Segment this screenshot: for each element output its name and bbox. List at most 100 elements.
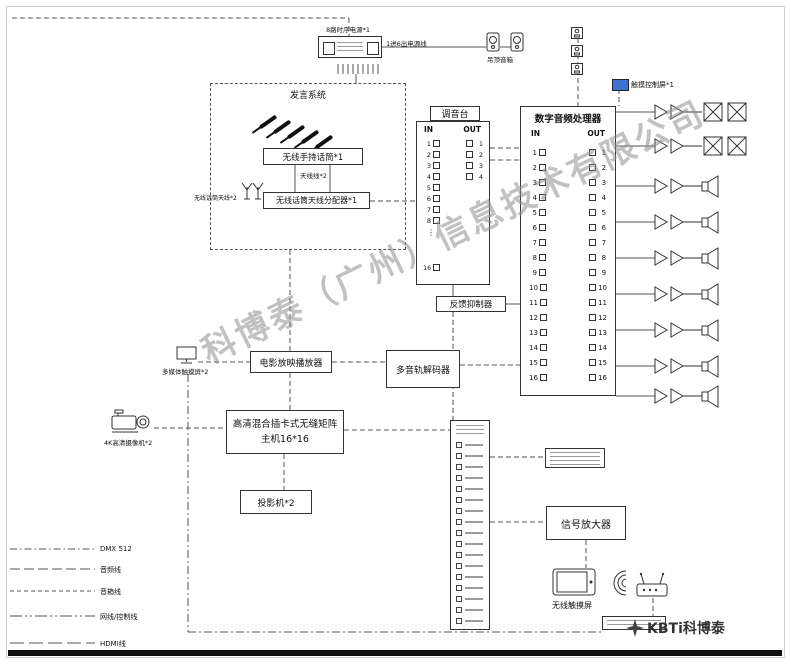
channel-port: 5	[589, 205, 607, 220]
channel-port: 6	[423, 193, 440, 204]
controller-port	[456, 494, 483, 505]
multitrack-decoder-box: 多音轨解码器	[386, 350, 460, 388]
controller-port	[456, 582, 483, 593]
channel-port: 7	[589, 235, 607, 250]
mixer-last-channel: 16	[423, 262, 441, 273]
channel-port: 3	[466, 160, 483, 171]
channel-port: 6	[529, 220, 547, 235]
amplifier-speaker-row	[654, 174, 764, 198]
channel-port: 12	[529, 310, 547, 325]
wireless-handheld-mic-box: 无线手持话筒*1	[263, 148, 363, 165]
antenna-icon	[241, 182, 253, 200]
channel-port: 14	[589, 340, 607, 355]
channel-port: 1	[529, 145, 547, 160]
channel-port: 3	[589, 175, 607, 190]
channel-port: 2	[529, 160, 547, 175]
antenna-icon	[252, 182, 264, 200]
compass-star-icon	[626, 619, 644, 637]
amplifier-speaker-row	[654, 318, 764, 342]
central-controller-ports	[456, 439, 483, 626]
wireless-tablet-icon	[552, 568, 596, 596]
controller-port	[456, 450, 483, 461]
channel-port: 13	[529, 325, 547, 340]
central-controller-display	[456, 425, 484, 435]
camera-icon	[110, 408, 154, 434]
channel-port: 15	[589, 355, 607, 370]
legend-dmx512: DMX 512	[100, 545, 132, 553]
amplifier-speaker-row	[654, 384, 764, 408]
footer-logo-text: KBTi科博泰	[647, 621, 725, 637]
wall-panel-icon	[571, 45, 583, 57]
channel-port: 9	[589, 265, 607, 280]
channel-port: 3	[529, 175, 547, 190]
channel-port: 1	[466, 138, 483, 149]
movie-player-box: 电影放映播放器	[250, 351, 332, 373]
feedback-suppressor-box: 反馈抑制器	[436, 296, 506, 312]
controller-port	[456, 483, 483, 494]
channel-port: 5	[529, 205, 547, 220]
wifi-signal-icon	[610, 570, 639, 596]
controller-port	[456, 549, 483, 560]
ceiling-speaker-label: 吊顶音箱	[487, 56, 513, 64]
controller-port	[456, 505, 483, 516]
channel-port: 7	[423, 204, 440, 215]
channel-port: 1	[423, 138, 440, 149]
legend-hdmi-line: HDMI线	[100, 640, 126, 648]
control-interface-box	[545, 448, 605, 468]
touch-control-panel-icon	[612, 79, 629, 91]
channel-port: 11	[529, 295, 547, 310]
channel-port: 9	[529, 265, 547, 280]
channel-port: 4	[466, 171, 483, 182]
channel-port: 8	[589, 250, 607, 265]
amplifier-speaker-row	[654, 134, 764, 158]
channel-port: 12	[589, 310, 607, 325]
power-sequencer-label: 8路时序电源*1	[326, 26, 371, 34]
ceiling-speaker-icon	[486, 32, 500, 52]
mixer-in-label: IN	[424, 125, 434, 134]
channel-port: 2	[466, 149, 483, 160]
amplifier-speaker-row	[654, 246, 764, 270]
wireless-touchscreen-label: 无线触摸屏	[552, 601, 592, 610]
camera-label: 4K高清摄像机*2	[104, 439, 153, 447]
dsp-title: 数字音频处理器	[534, 114, 602, 125]
matrix-line1: 高清混合插卡式无缝矩阵	[232, 418, 338, 430]
page-border	[6, 6, 785, 658]
channel-port: 4	[423, 171, 440, 182]
signal-amplifier-box: 信号放大器	[546, 506, 626, 540]
controller-port	[456, 516, 483, 527]
amplifier-speaker-row	[654, 282, 764, 306]
mixer-channel-ellipsis: ⋮	[427, 228, 435, 237]
controller-port	[456, 461, 483, 472]
controller-port	[456, 527, 483, 538]
footer-logo: KBTi科博泰	[626, 618, 725, 638]
amplifier-speaker-row	[654, 100, 764, 124]
controller-port	[456, 571, 483, 582]
mixer-out-label: OUT	[463, 125, 481, 134]
controller-port	[456, 472, 483, 483]
antenna-cable-label: 天线线*2	[300, 172, 327, 180]
wireless-antenna-label: 无线话筒天线*2	[194, 195, 237, 202]
central-controller-box	[450, 420, 490, 630]
legend-network-control-line: 网线/控制线	[100, 613, 138, 621]
mixer-title: 调音台	[430, 106, 480, 121]
controller-port	[456, 538, 483, 549]
channel-port: 7	[529, 235, 547, 250]
channel-port: 1	[589, 145, 607, 160]
controller-port	[456, 560, 483, 571]
dsp-out-label: OUT	[587, 129, 605, 138]
channel-port: 13	[589, 325, 607, 340]
projector-box: 投影机*2	[240, 490, 312, 514]
wall-panel-icon	[571, 27, 583, 39]
channel-port: 4	[589, 190, 607, 205]
channel-port: 2	[589, 160, 607, 175]
power-cable-label: 1进6出电源线	[386, 40, 427, 48]
wireless-router-icon	[636, 572, 668, 598]
channel-port: 15	[529, 355, 547, 370]
channel-port: 3	[423, 160, 440, 171]
